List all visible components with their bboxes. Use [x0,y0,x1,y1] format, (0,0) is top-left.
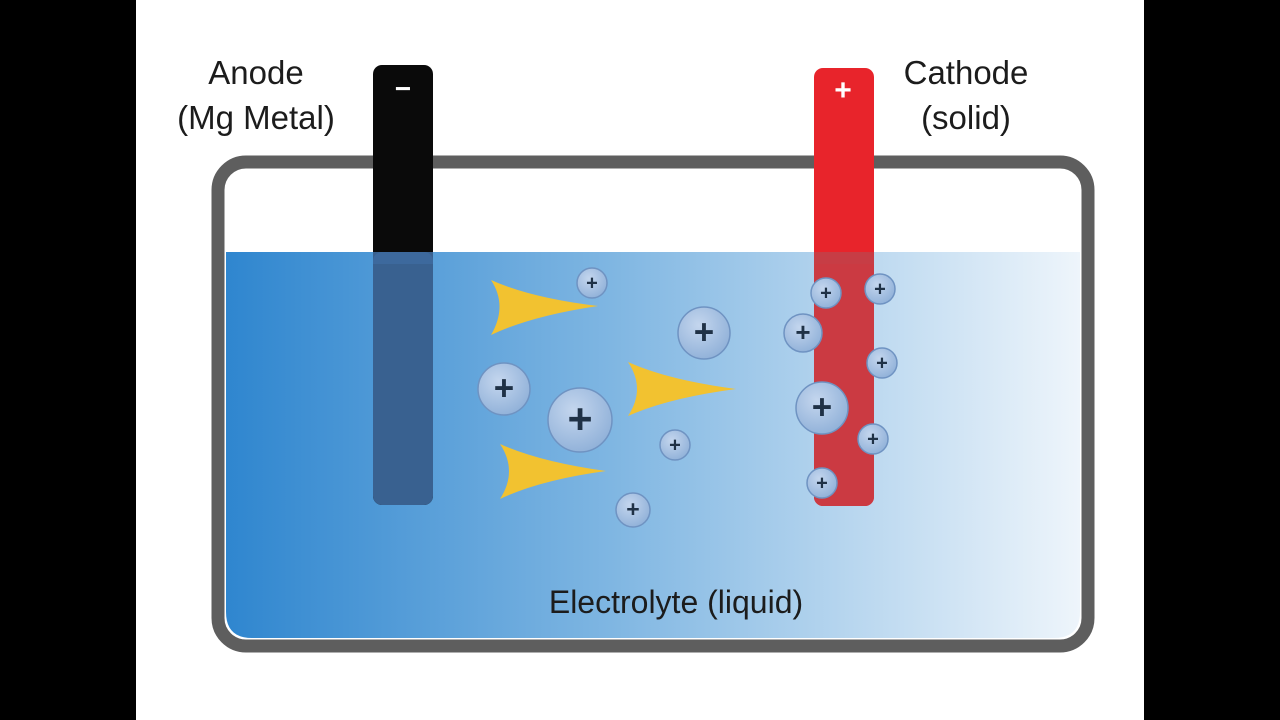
ion-flow-arrow [491,280,598,335]
anode-submerged-top [373,252,433,264]
ion-circle [615,492,651,528]
ion-circle [477,362,531,416]
mg-ion: + [677,306,731,360]
mg-ion: + [795,381,849,435]
ion-plus-sign: + [567,395,592,443]
ion-circle [857,423,889,455]
anode-subtitle: (Mg Metal) [177,99,335,136]
ion-circle [795,381,849,435]
cathode-submerged-top [814,252,874,264]
cathode-sign: + [834,74,852,107]
mg-ion: + [866,347,898,379]
ion-plus-sign: + [795,317,810,347]
mg-ion: + [857,423,889,455]
mg-ion: + [810,277,842,309]
electrolyte-label: Electrolyte (liquid) [548,584,804,620]
mg-ion: + [615,492,651,528]
mg-ion: + [576,267,608,299]
ion-plus-sign: + [494,369,514,408]
cathode-subtitle: (solid) [921,99,1011,136]
ion-plus-sign: + [586,272,598,294]
mg-ion: + [477,362,531,416]
ion-circle [806,467,838,499]
mg-ion: + [864,273,896,305]
ion-circle [810,277,842,309]
ion-circle [677,306,731,360]
mg-ion: + [659,429,691,461]
ion-circle [547,387,613,453]
mg-ion: + [806,467,838,499]
ion-flow-arrow [500,444,606,499]
anode-title: Anode [208,54,304,91]
ion-circle [783,313,823,353]
ion-plus-sign: + [669,434,681,456]
ion-plus-sign: + [867,428,879,450]
ion-flow-arrow [628,362,736,416]
diagram-canvas: − + + + + + + + + + + + + + + [211,65,1095,653]
ion-plus-sign: + [874,278,886,300]
anode-sign: − [395,73,411,104]
ion-circle [864,273,896,305]
cathode-label: Cathode (solid) [866,50,1066,140]
ion-plus-sign: + [820,282,832,304]
ion-circle [866,347,898,379]
anode-submerged-part [373,252,433,505]
ion-plus-sign: + [626,496,639,522]
ion-plus-sign: + [816,472,828,494]
anode-label: Anode (Mg Metal) [156,50,356,140]
mg-ion: + [547,387,613,453]
ion-circle [576,267,608,299]
mg-ion: + [783,313,823,353]
ion-plus-sign: + [876,352,888,374]
ion-circle [659,429,691,461]
battery-diagram: − + + + + + + + + + + + + + + Anode (Mg Metal) Catho… [136,0,1144,720]
magnesium-ions: + + + + + + + + + + + + + [477,267,898,528]
cathode-title: Cathode [903,54,1029,91]
ion-plus-sign: + [694,313,714,352]
ion-plus-sign: + [812,388,832,427]
